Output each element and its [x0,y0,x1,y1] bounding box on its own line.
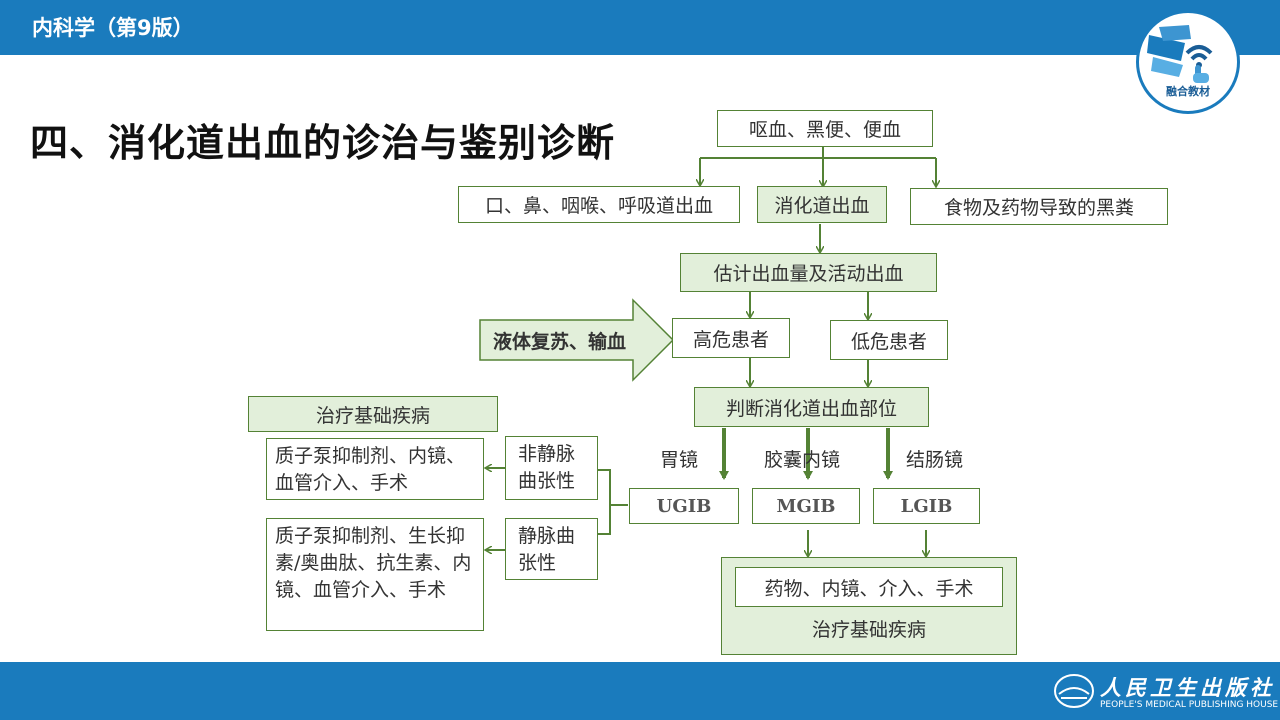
capsule-endoscope-label: 胶囊内镜 [764,449,841,471]
variceal-treatment-box: 质子泵抑制剂、生长抑素/奥曲肽、抗生素、内镜、血管介入、手术 [266,518,484,631]
gastroscope-label: 胃镜 [660,449,699,471]
slide-title: 四、消化道出血的诊治与鉴别诊断 [30,121,616,165]
publisher-name: 人民卫生出版社 [1100,676,1275,700]
wifi-hand-icon [1147,25,1213,83]
header-bar: 内科学（第9版） [0,0,1280,55]
symptoms-box: 呕血、黑便、便血 [717,110,933,147]
logo-label: 融合教材 [1166,85,1210,98]
lgib-box: LGIB [873,488,980,524]
colonoscope-label: 结肠镜 [906,449,964,471]
variceal-box: 静脉曲张性 [505,518,598,580]
publisher-logo-icon [1054,674,1094,708]
nose-throat-box: 口、鼻、咽喉、呼吸道出血 [458,186,740,223]
nonvariceal-treatment-box: 质子泵抑制剂、内镜、血管介入、手术 [266,438,484,500]
food-drug-box: 食物及药物导致的黑粪 [910,188,1168,225]
footer-bar [0,662,1280,720]
integrated-textbook-logo: 融合教材 [1136,10,1240,114]
book-title: 内科学（第9版） [32,16,194,40]
general-treatment-box: 药物、内镜、介入、手术 [735,567,1003,607]
mgib-box: MGIB [752,488,860,524]
gi-bleeding-box: 消化道出血 [757,186,887,223]
basic-disease-box-top: 治疗基础疾病 [248,396,498,432]
high-risk-box: 高危患者 [672,318,790,358]
estimate-box: 估计出血量及活动出血 [680,253,937,292]
publisher-name-en: PEOPLE'S MEDICAL PUBLISHING HOUSE [1100,700,1279,710]
ugib-box: UGIB [629,488,739,524]
resuscitation-arrow [479,298,675,382]
locate-box: 判断消化道出血部位 [694,387,929,427]
nonvariceal-box: 非静脉曲张性 [505,436,598,500]
resuscitation-label: 液体复苏、输血 [493,331,627,353]
low-risk-box: 低危患者 [830,320,948,360]
